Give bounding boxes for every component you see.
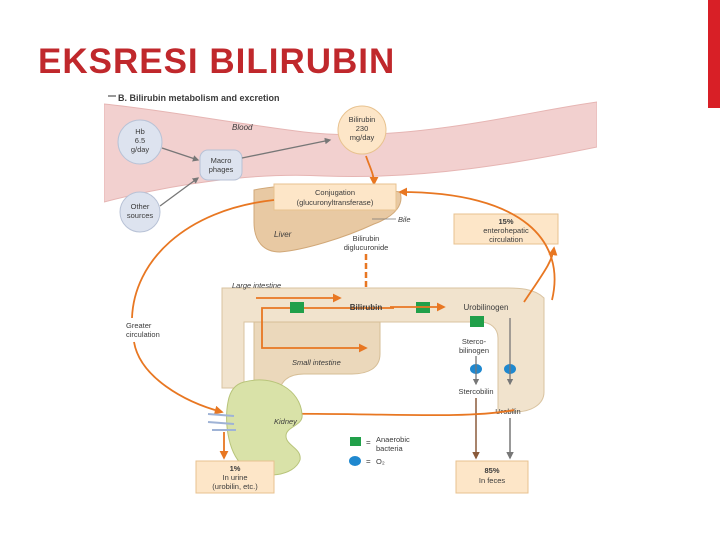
enterohepatic-box: 15% enterohepatic circulation [453, 213, 559, 245]
conjugation-box: Conjugation (glucuronyltransferase) [273, 183, 397, 211]
bilirubin-blood-3: mg/day [350, 133, 375, 142]
macrophages-node: Macro phages [199, 149, 243, 181]
legend-bacteria-1: Anaerobic [376, 435, 410, 444]
kidney-shape [226, 379, 303, 476]
hb-label-2: 6.5 [135, 136, 145, 145]
diglucuronide-2: diglucuronide [344, 243, 389, 252]
legend: = Anaerobic bacteria = O₂ [349, 435, 410, 466]
figure-heading: B. Bilirubin metabolism and excretion [118, 93, 280, 103]
large-intestine-label: Large intestine [232, 281, 281, 290]
bilirubin-blood-2: 230 [356, 124, 369, 133]
diglucuronide-1: Bilirubin [353, 234, 380, 243]
conjugation-2: (glucuronyltransferase) [297, 198, 374, 207]
urine-1: 1% [230, 464, 241, 473]
urine-2: In urine [222, 473, 247, 482]
other-sources-node: Other sources [119, 191, 161, 233]
stercobilin-label: Stercobilin [458, 387, 493, 396]
bacteria-marker-1 [290, 302, 304, 313]
bile-label: Bile [398, 215, 411, 224]
bilirubin-gut-label: Bilirubin [350, 303, 383, 312]
legend-bacteria-swatch [350, 437, 361, 446]
urobilinogen-label: Urobilinogen [464, 303, 509, 312]
bilirubin-metabolism-figure: B. Bilirubin metabolism and excretion Bl… [104, 92, 597, 497]
hb-label-3: g/day [131, 145, 150, 154]
blood-label: Blood [232, 123, 253, 132]
other-sources-1: Other [131, 202, 150, 211]
urine-box: 1% In urine (urobilin, etc.) [195, 460, 275, 494]
bacteria-marker-3 [470, 316, 484, 327]
bilirubin-blood-1: Bilirubin [349, 115, 376, 124]
macrophages-1: Macro [211, 156, 232, 165]
stercobilinogen-1: Sterco- [462, 337, 487, 346]
other-sources-2: sources [127, 211, 154, 220]
feces-1: 85% [484, 466, 499, 475]
feces-2: In feces [479, 476, 506, 485]
legend-o2: O₂ [376, 457, 385, 466]
large-intestine [221, 287, 545, 413]
stercobilinogen-2: bilinogen [459, 346, 489, 355]
enterohepatic-2: enterohepatic [483, 226, 529, 235]
slide-title: EKSRESI BILIRUBIN [38, 42, 396, 81]
hb-node: Hb 6.5 g/day [117, 119, 163, 165]
enterohepatic-3: circulation [489, 235, 523, 244]
urine-3: (urobilin, etc.) [212, 482, 258, 491]
macrophages-2: phages [209, 165, 234, 174]
hb-label-1: Hb [135, 127, 145, 136]
legend-o2-swatch [349, 456, 361, 466]
bilirubin-blood-node: Bilirubin 230 mg/day [337, 105, 387, 155]
legend-eq-1: = [366, 438, 371, 447]
legend-bacteria-2: bacteria [376, 444, 404, 453]
small-intestine-label: Small intestine [292, 358, 341, 367]
kidney-label: Kidney [274, 417, 298, 426]
feces-box: 85% In feces [455, 460, 529, 494]
greater-circulation-2: circulation [126, 330, 160, 339]
liver-label: Liver [274, 230, 292, 239]
legend-eq-2: = [366, 457, 371, 466]
conjugation-1: Conjugation [315, 188, 355, 197]
enterohepatic-1: 15% [498, 217, 513, 226]
accent-bar [708, 0, 720, 108]
greater-circulation-1: Greater [126, 321, 152, 330]
